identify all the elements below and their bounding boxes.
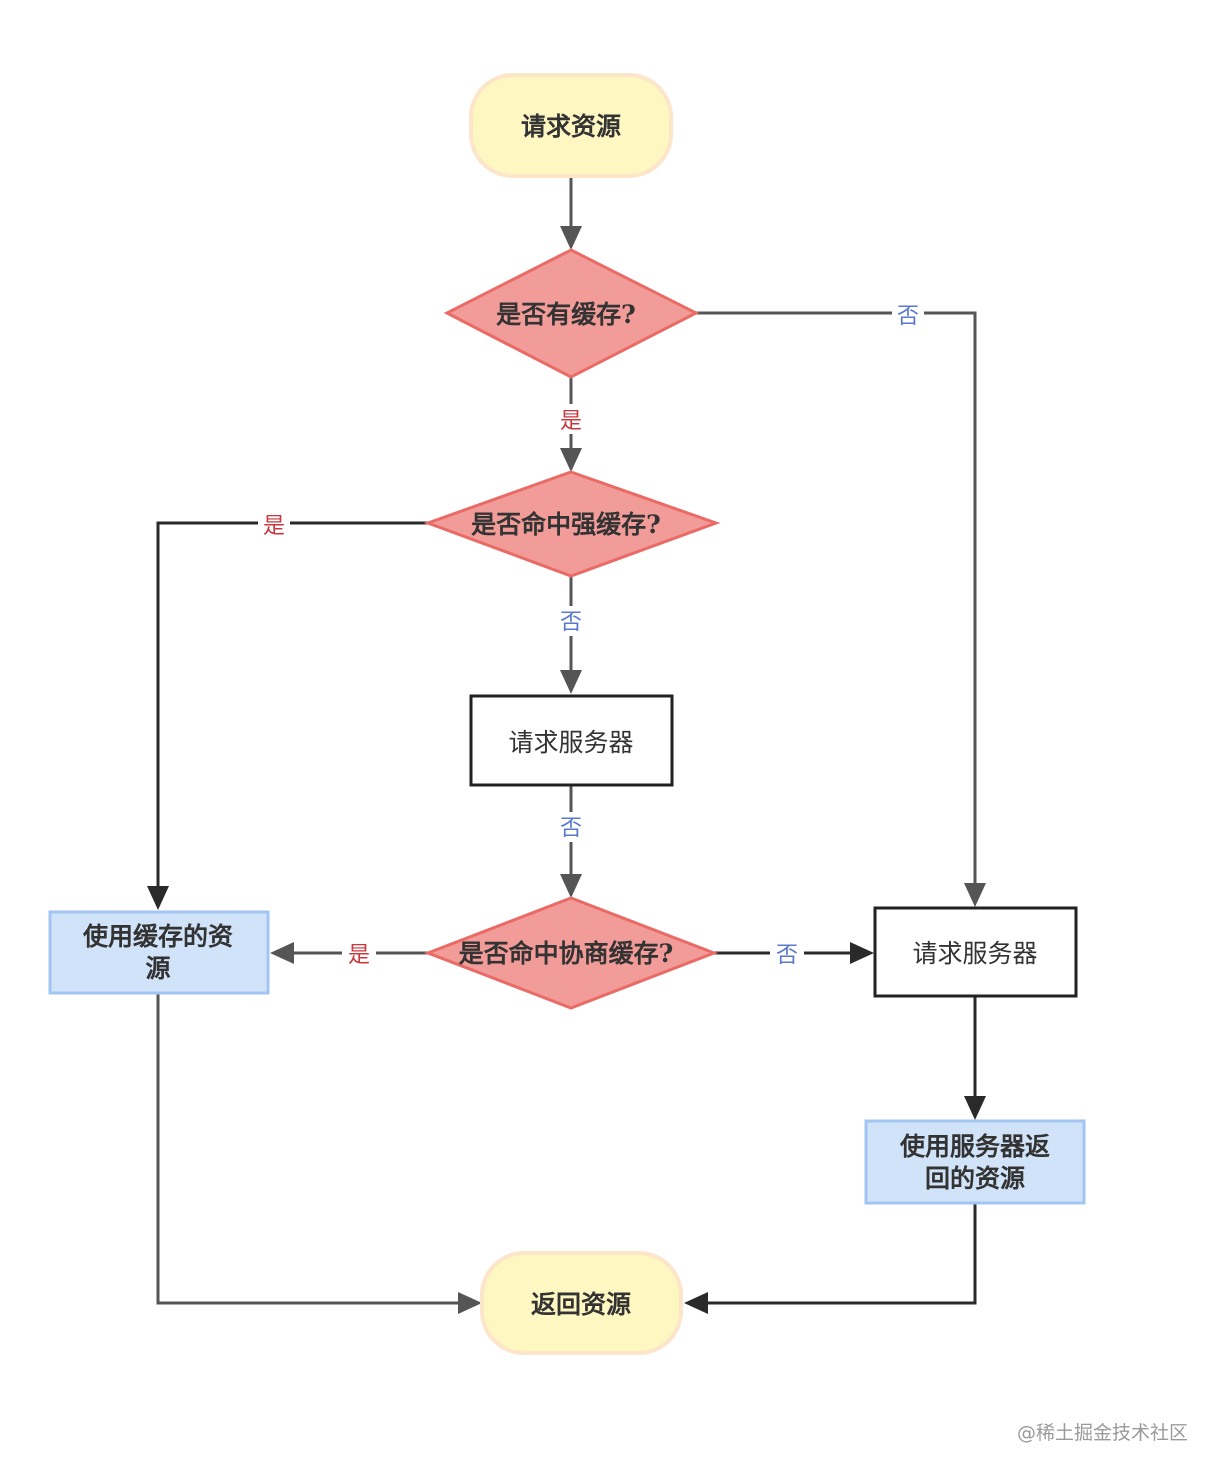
node-request-server-right: 请求服务器 <box>873 906 1078 998</box>
node-use-cache-label-line1: 使用缓存的资 <box>82 922 233 951</box>
edge-label-yes: 是 <box>348 943 370 968</box>
node-use-server-label-line1: 使用服务器返 <box>899 1132 1050 1161</box>
node-start: 请求资源 <box>469 73 673 178</box>
edge-label-no: 否 <box>560 816 582 841</box>
edge-use-cache-to-end <box>156 994 482 1314</box>
node-use-cache: 使用缓存的资 源 <box>48 910 270 995</box>
node-strong-cache-label: 是否命中强缓存? <box>471 510 661 539</box>
watermark: @稀土掘金技术社区 <box>1016 1422 1188 1444</box>
node-use-cache-label-line2: 源 <box>145 954 170 983</box>
edge-label-no: 否 <box>560 610 582 635</box>
node-negotiate-cache: 是否命中协商缓存? <box>423 896 719 1010</box>
edge-label-no: 否 <box>776 943 798 968</box>
node-request-server-right-label: 请求服务器 <box>912 939 1037 968</box>
edge-has-cache-yes: 是 <box>560 377 582 472</box>
node-request-server-mid-label: 请求服务器 <box>508 728 633 757</box>
node-request-server-mid: 请求服务器 <box>469 694 674 787</box>
node-has-cache: 是否有缓存? <box>443 248 700 379</box>
edge-negotiate-yes: 是 <box>270 940 428 968</box>
node-has-cache-label: 是否有缓存? <box>496 300 636 329</box>
node-end-label: 返回资源 <box>531 1290 631 1319</box>
edge-label-yes: 是 <box>560 409 582 434</box>
node-use-server-label-line2: 回的资源 <box>925 1164 1025 1193</box>
edge-label-no: 否 <box>897 304 919 329</box>
edge-use-server-to-end <box>684 1204 977 1314</box>
node-use-server: 使用服务器返 回的资源 <box>864 1119 1086 1205</box>
node-start-label: 请求资源 <box>521 112 621 141</box>
node-end: 返回资源 <box>480 1251 683 1355</box>
node-strong-cache: 是否命中强缓存? <box>423 470 721 578</box>
edge-request-server-to-negotiate: 否 <box>560 786 582 898</box>
node-negotiate-cache-label: 是否命中协商缓存? <box>459 939 674 968</box>
edge-label-yes: 是 <box>263 514 285 539</box>
edge-request-server-to-use-server <box>964 997 986 1120</box>
edge-strong-cache-yes: 是 <box>147 510 428 910</box>
edge-strong-cache-no: 否 <box>560 576 582 694</box>
edge-negotiate-no: 否 <box>714 940 874 968</box>
edge-has-cache-no: 否 <box>696 300 986 907</box>
edge-start-to-has-cache <box>560 178 582 250</box>
